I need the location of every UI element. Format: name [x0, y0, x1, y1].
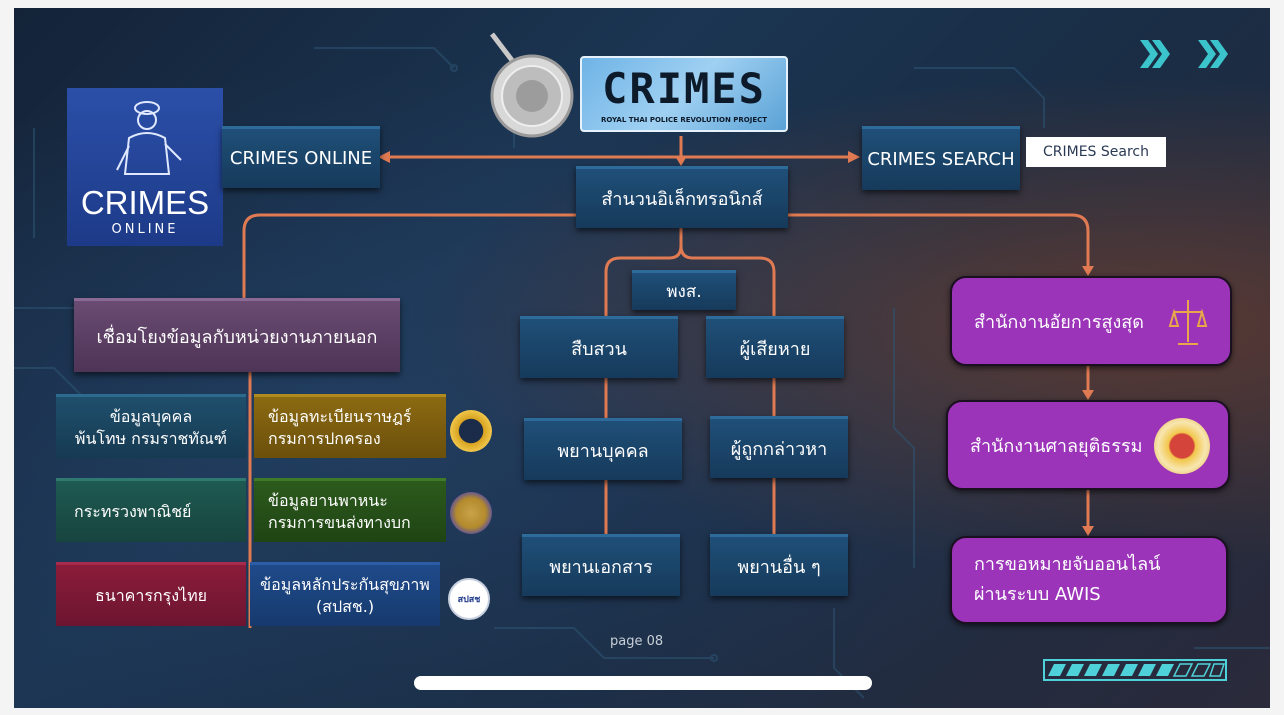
police-seal-icon [490, 32, 574, 138]
attorney-node[interactable]: สำนักงานอัยการสูงสุด [950, 276, 1232, 366]
online-logo-sub: ONLINE [111, 222, 179, 237]
investigate-label: สืบสวน [571, 339, 627, 360]
external-link-box[interactable]: เชื่อมโยงข้อมูลกับหน่วยงานภายนอก [74, 298, 400, 372]
crimes-logo: CRIMES ROYAL THAI POLICE REVOLUTION PROJ… [580, 56, 788, 132]
court-label: สำนักงานศาลยุติธรรม [970, 435, 1143, 457]
court-seal-icon [1154, 418, 1210, 474]
source-registry[interactable]: ข้อมูลทะเบียนราษฎร์ กรมการปกครอง [254, 394, 446, 458]
scales-of-justice-icon [1168, 300, 1208, 345]
witness-other-label: พยานอื่น ๆ [737, 557, 821, 578]
police-figure-icon [116, 101, 182, 175]
crimes-search-tag-label: CRIMES Search [1043, 144, 1149, 160]
double-chevron-icon[interactable] [1136, 36, 1236, 72]
source-health-line1: ข้อมูลหลักประกันสุขภาพ [260, 574, 430, 594]
warrant-line1: การขอหมายจับออนไลน์ [974, 554, 1161, 575]
connector-lines [14, 47, 1270, 699]
attorney-label: สำนักงานอัยการสูงสุด [974, 311, 1144, 333]
victim-node[interactable]: ผู้เสียหาย [706, 316, 844, 378]
pgs-label: พงส. [666, 282, 702, 302]
witness-doc-node[interactable]: พยานเอกสาร [522, 534, 680, 596]
crimes-logo-text: CRIMES [602, 64, 766, 113]
source-commerce[interactable]: กระทรวงพาณิชย์ [56, 478, 246, 542]
page-label: page 08 [610, 634, 664, 649]
warrant-line2: ผ่านระบบ AWIS [974, 584, 1101, 605]
source-convict-line2: พ้นโทษ กรมราชทัณฑ์ [74, 428, 228, 448]
witness-doc-label: พยานเอกสาร [549, 557, 653, 578]
witness-person-label: พยานบุคคล [557, 441, 649, 462]
central-node[interactable]: สำนวนอิเล็กทรอนิกส์ [576, 166, 788, 228]
slide: CRIMES ROYAL THAI POLICE REVOLUTION PROJ… [14, 8, 1270, 708]
source-registry-line1: ข้อมูลทะเบียนราษฎร์ [268, 406, 412, 426]
source-registry-line2: กรมการปกครอง [268, 428, 381, 448]
central-label: สำนวนอิเล็กทรอนิกส์ [601, 189, 763, 210]
victim-label: ผู้เสียหาย [739, 339, 811, 360]
crimes-logo-subtitle: ROYAL THAI POLICE REVOLUTION PROJECT [600, 116, 768, 124]
crimes-search-tag: CRIMES Search [1026, 137, 1166, 167]
accused-node[interactable]: ผู้ถูกกล่าวหา [710, 416, 848, 478]
pgs-node[interactable]: พงส. [632, 270, 736, 310]
source-bank-label: ธนาคารกรุงไทย [94, 585, 208, 605]
source-commerce-label: กระทรวงพาณิชย์ [74, 501, 192, 521]
registry-seal-icon [450, 410, 492, 452]
source-vehicle[interactable]: ข้อมูลยานพาหนะ กรมการขนส่งทางบก [254, 478, 446, 542]
witness-person-node[interactable]: พยานบุคคล [524, 418, 682, 480]
source-vehicle-line2: กรมการขนส่งทางบก [268, 512, 411, 532]
source-convict-line1: ข้อมูลบุคคล [109, 406, 193, 426]
health-seal-text: สปสช [457, 595, 481, 605]
health-seal-icon: สปสช [448, 578, 490, 620]
source-vehicle-line1: ข้อมูลยานพาหนะ [268, 490, 388, 510]
online-logo-title: CRIMES [80, 184, 210, 221]
progress-indicator [1043, 659, 1227, 681]
investigate-node[interactable]: สืบสวน [520, 316, 678, 378]
court-node[interactable]: สำนักงานศาลยุติธรรม [946, 400, 1230, 490]
crimes-search-box[interactable]: CRIMES SEARCH [862, 126, 1020, 190]
witness-other-node[interactable]: พยานอื่น ๆ [710, 534, 848, 596]
source-bank[interactable]: ธนาคารกรุงไทย [56, 562, 246, 626]
crimes-search-label: CRIMES SEARCH [867, 149, 1015, 170]
crimes-online-logo: CRIMES ONLINE [67, 88, 223, 246]
source-convict[interactable]: ข้อมูลบุคคล พ้นโทษ กรมราชทัณฑ์ [56, 394, 246, 458]
source-health[interactable]: ข้อมูลหลักประกันสุขภาพ (สปสช.) [250, 562, 440, 626]
source-health-line2: (สปสช.) [315, 596, 375, 616]
home-indicator-bar[interactable] [414, 676, 872, 690]
accused-label: ผู้ถูกกล่าวหา [730, 439, 828, 460]
vehicle-seal-icon [450, 492, 492, 534]
crimes-online-box[interactable]: CRIMES ONLINE [222, 126, 380, 188]
external-link-label: เชื่อมโยงข้อมูลกับหน่วยงานภายนอก [96, 327, 378, 348]
crimes-online-label: CRIMES ONLINE [229, 148, 373, 169]
warrant-node[interactable]: การขอหมายจับออนไลน์ ผ่านระบบ AWIS [950, 536, 1228, 624]
